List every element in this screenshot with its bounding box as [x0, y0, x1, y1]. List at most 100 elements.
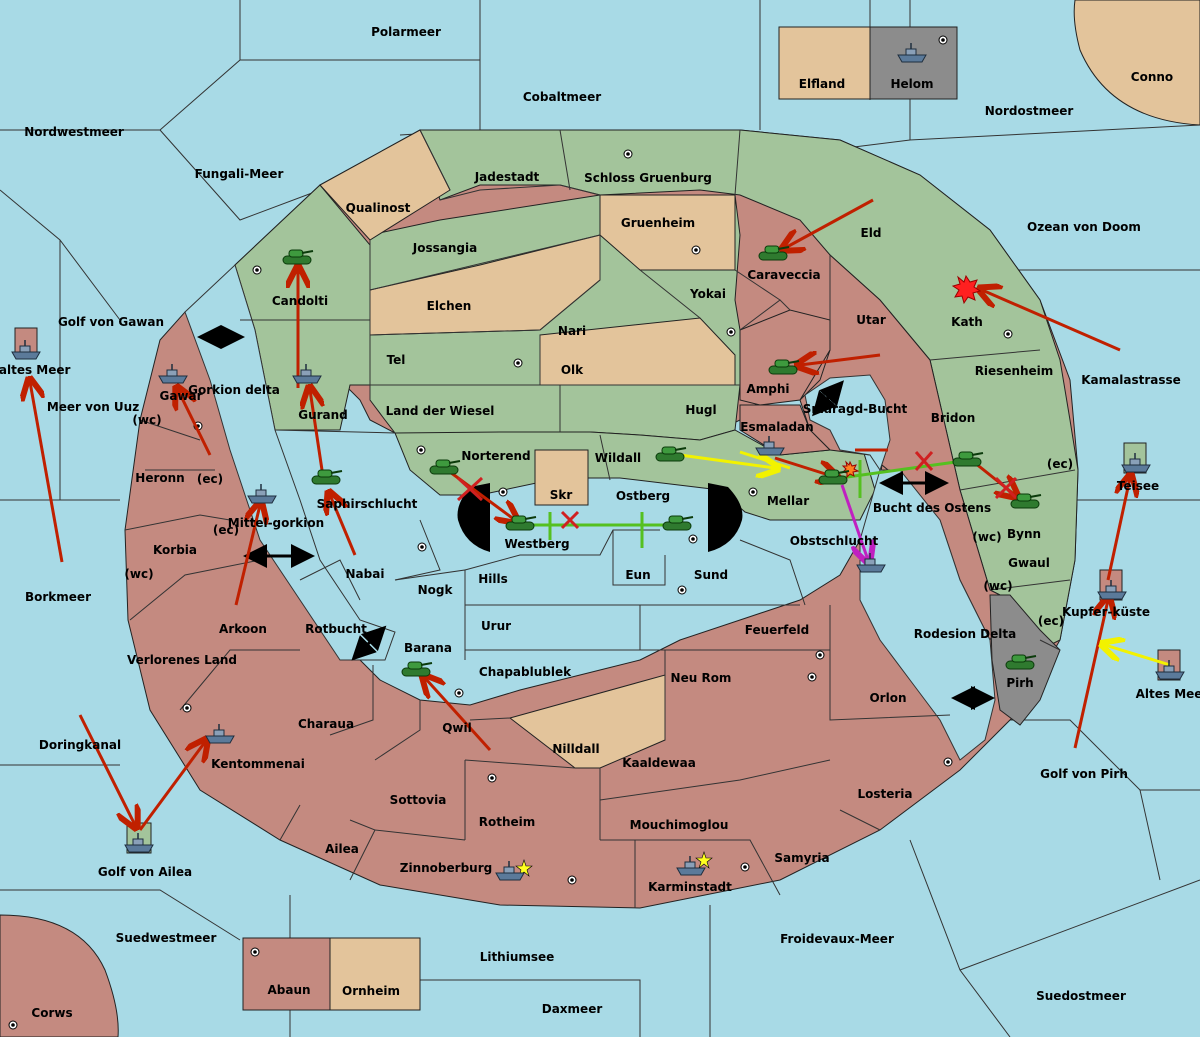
- label-wc-korbia: (wc): [124, 567, 153, 581]
- label-arkoon: Arkoon: [219, 622, 267, 636]
- label-gruenheim: Gruenheim: [621, 216, 695, 230]
- label-kupferkueste: Kupfer-küste: [1062, 605, 1150, 619]
- supply-center-icon: [943, 757, 953, 767]
- label-ec-gwaul: (ec): [1038, 614, 1064, 628]
- supply-center-icon: [182, 703, 192, 713]
- label-froidevaux: Froidevaux-Meer: [780, 932, 894, 946]
- label-abaun: Abaun: [267, 983, 310, 997]
- tank-icon: [662, 515, 694, 531]
- label-kamalastrasse: Kamalastrasse: [1081, 373, 1181, 387]
- label-sottovia: Sottovia: [390, 793, 447, 807]
- label-bridon: Bridon: [931, 411, 976, 425]
- label-elchen: Elchen: [427, 299, 472, 313]
- label-mittelgorkion: Mittel-gorkion: [228, 516, 324, 530]
- label-cobaltmeer: Cobaltmeer: [523, 90, 601, 104]
- label-samyria: Samyria: [774, 851, 829, 865]
- label-chapablublek: Chapablublek: [479, 665, 572, 679]
- supply-center-icon: [740, 862, 750, 872]
- mountain-west: [457, 483, 490, 552]
- label-esmaladan: Esmaladan: [740, 420, 813, 434]
- label-ailea: Ailea: [325, 842, 359, 856]
- supply-center-icon: [807, 672, 817, 682]
- label-nogk: Nogk: [418, 583, 454, 597]
- label-riesenheim: Riesenheim: [975, 364, 1054, 378]
- label-amphi: Amphi: [746, 382, 789, 396]
- label-corws: Corws: [31, 1006, 72, 1020]
- territory-esmaladan[interactable]: [739, 404, 832, 456]
- supply-center-icon: [8, 1020, 18, 1030]
- label-lithiumsee: Lithiumsee: [480, 950, 555, 964]
- label-schloss: Schloss Gruenburg: [584, 171, 712, 185]
- supply-center-icon: [815, 650, 825, 660]
- label-skr: Skr: [550, 488, 573, 502]
- supply-center-icon: [498, 487, 508, 497]
- label-ostberg: Ostberg: [616, 489, 670, 503]
- label-ec-heronn: (ec): [197, 472, 223, 486]
- supply-center-icon: [726, 327, 736, 337]
- label-urur: Urur: [481, 619, 511, 633]
- label-polarmeer: Polarmeer: [371, 25, 441, 39]
- territory-conno[interactable]: [1073, 0, 1200, 126]
- label-conno: Conno: [1131, 70, 1173, 84]
- territory-corws[interactable]: [0, 914, 119, 1037]
- supply-center-icon: [250, 947, 260, 957]
- label-saphirschlucht: Saphirschlucht: [317, 497, 418, 511]
- supply-center-icon: [691, 245, 701, 255]
- supply-center-icon: [487, 773, 497, 783]
- label-westberg: Westberg: [504, 537, 569, 551]
- label-mellar: Mellar: [767, 494, 809, 508]
- label-norterend: Norterend: [461, 449, 530, 463]
- label-eld: Eld: [861, 226, 882, 240]
- cross-mark-icon: [456, 451, 1018, 530]
- territory-ornheim[interactable]: [329, 937, 421, 1011]
- territory-skr[interactable]: [534, 449, 589, 506]
- label-barana: Barana: [404, 641, 452, 655]
- label-bynn: Bynn: [1007, 527, 1041, 541]
- label-suedostmeer: Suedostmeer: [1036, 989, 1126, 1003]
- label-yokai: Yokai: [689, 287, 726, 301]
- territory-nilldall[interactable]: [508, 674, 666, 769]
- order-arrows: [30, 198, 1171, 830]
- label-karminstadt: Karminstadt: [648, 880, 732, 894]
- supply-center-icon: [748, 487, 758, 497]
- supply-center-icon: [688, 534, 698, 544]
- label-sund: Sund: [694, 568, 728, 582]
- territory-labels: Polarmeer Elfland Helom Conno Nordwestme…: [0, 25, 1200, 1020]
- label-borkmeer: Borkmeer: [25, 590, 91, 604]
- label-teisee: Teisee: [1117, 479, 1159, 493]
- passage-rotbucht: [351, 625, 387, 661]
- label-nordostmeer: Nordostmeer: [985, 104, 1074, 118]
- supply-center-icon: [567, 875, 577, 885]
- supply-center-icon: [417, 542, 427, 552]
- supply-center-icon: [1003, 329, 1013, 339]
- label-wildall: Wildall: [595, 451, 641, 465]
- label-olk: Olk: [561, 363, 584, 377]
- label-wc-bynn: (wc): [972, 530, 1001, 544]
- label-elfland: Elfland: [799, 77, 845, 91]
- supply-center-icon: [623, 149, 633, 159]
- label-nabai: Nabai: [346, 567, 385, 581]
- label-heronn: Heronn: [135, 471, 184, 485]
- label-caraveccia: Caraveccia: [747, 268, 820, 282]
- label-kaltes-meer: Kaltes Meer: [0, 363, 71, 377]
- label-korbia: Korbia: [153, 543, 197, 557]
- label-rodesion: Rodesion Delta: [914, 627, 1016, 641]
- territory-gruenheim[interactable]: [599, 194, 736, 271]
- label-wc-gwaul: (wc): [983, 579, 1012, 593]
- label-golf-pirh: Golf von Pirh: [1040, 767, 1128, 781]
- label-ec-bynn: (ec): [1047, 457, 1073, 471]
- supply-center-icon: [938, 35, 948, 45]
- label-pirh: Pirh: [1006, 676, 1033, 690]
- label-rotheim: Rotheim: [479, 815, 536, 829]
- territory-elfland[interactable]: [778, 26, 871, 100]
- star-icon: [515, 851, 713, 877]
- label-helom: Helom: [890, 77, 933, 91]
- supply-center-icon: [677, 585, 687, 595]
- label-gorkion-delta: Gorkion delta: [188, 383, 280, 397]
- explosion-icon: [841, 274, 982, 479]
- label-wc-gawar: (wc): [132, 413, 161, 427]
- label-kath: Kath: [951, 315, 983, 329]
- label-nilldall: Nilldall: [552, 742, 599, 756]
- interior-borders: [124, 129, 1076, 908]
